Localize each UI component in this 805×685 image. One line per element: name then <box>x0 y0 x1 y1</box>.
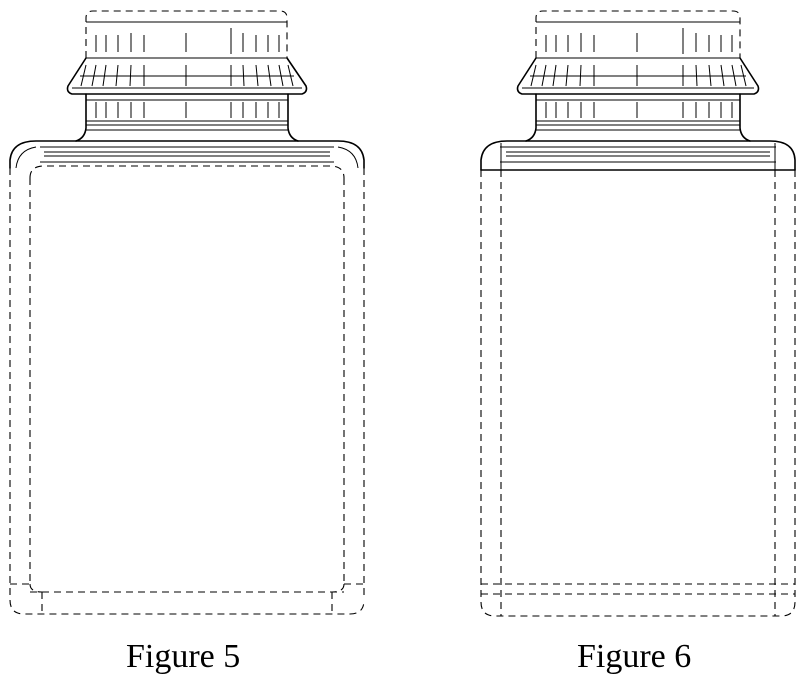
bottle-figure-6 <box>481 11 795 616</box>
body-figure-6 <box>481 170 795 616</box>
bottle-figure-5 <box>10 11 364 614</box>
figure-6-caption: Figure 6 <box>577 640 691 674</box>
figure-5-caption: Figure 5 <box>126 640 240 674</box>
shoulder-figure-6 <box>481 141 795 170</box>
neck-figure-6 <box>526 94 750 141</box>
collar-figure-5 <box>68 58 307 94</box>
body-figure-5 <box>10 166 364 614</box>
collar-figure-6 <box>518 58 759 94</box>
cap-top-figure-6 <box>536 11 740 58</box>
shoulder-figure-5 <box>10 141 364 168</box>
neck-figure-5 <box>76 94 298 141</box>
cap-top-figure-5 <box>86 11 287 58</box>
